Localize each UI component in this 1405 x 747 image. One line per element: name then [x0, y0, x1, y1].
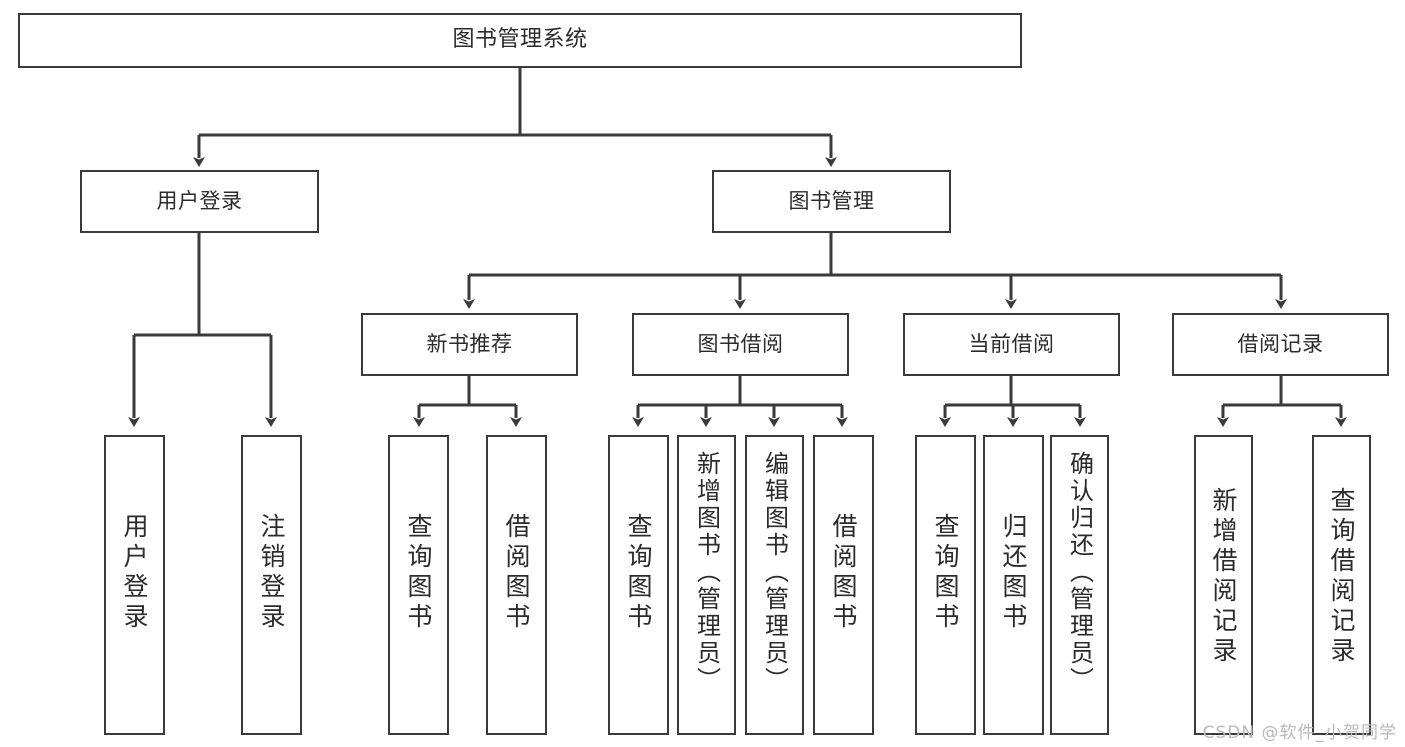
node-label: 查询借阅记录 — [1327, 487, 1356, 667]
node-leaf-query-book-3[interactable]: 查询图书 — [915, 435, 976, 735]
node-label: 图书管理系统 — [452, 27, 588, 53]
node-leaf-user-login[interactable]: 用户登录 — [104, 435, 165, 735]
node-leaf-borrow-book-2[interactable]: 借阅图书 — [813, 435, 874, 735]
node-label: 当前借阅 — [968, 331, 1055, 356]
node-label: 图书借阅 — [697, 331, 784, 356]
node-label: 借阅记录 — [1237, 331, 1324, 356]
node-label: 借阅图书 — [829, 513, 858, 633]
node-leaf-return-book[interactable]: 归还图书 — [983, 435, 1044, 735]
node-leaf-borrow-book-1[interactable]: 借阅图书 — [486, 435, 547, 735]
node-new-book-recommend[interactable]: 新书推荐 — [361, 313, 578, 376]
node-book-borrow[interactable]: 图书借阅 — [632, 313, 849, 376]
node-label: 新增图书（管理员） — [692, 451, 721, 694]
node-current-borrow[interactable]: 当前借阅 — [903, 313, 1120, 376]
node-label: 新增借阅记录 — [1209, 487, 1238, 667]
node-borrow-record[interactable]: 借阅记录 — [1172, 313, 1389, 376]
node-label: 用户登录 — [156, 188, 243, 213]
node-leaf-query-record[interactable]: 查询借阅记录 — [1312, 435, 1371, 735]
node-label: 查询图书 — [624, 513, 653, 633]
node-label: 归还图书 — [999, 513, 1028, 633]
node-label: 确认归还（管理员） — [1065, 451, 1094, 694]
node-root-system[interactable]: 图书管理系统 — [18, 13, 1022, 68]
node-leaf-logout[interactable]: 注销登录 — [241, 435, 302, 735]
node-leaf-edit-book[interactable]: 编辑图书（管理员） — [745, 435, 804, 735]
node-label: 图书管理 — [788, 188, 875, 213]
node-leaf-query-book-1[interactable]: 查询图书 — [388, 435, 449, 735]
node-label: 查询图书 — [931, 513, 960, 633]
node-book-manage[interactable]: 图书管理 — [712, 170, 951, 233]
node-label: 编辑图书（管理员） — [760, 451, 789, 694]
node-label: 新书推荐 — [426, 331, 513, 356]
node-user-login[interactable]: 用户登录 — [80, 170, 319, 233]
node-leaf-add-book[interactable]: 新增图书（管理员） — [677, 435, 736, 735]
node-leaf-confirm-return[interactable]: 确认归还（管理员） — [1050, 435, 1109, 735]
node-label: 注销登录 — [257, 513, 286, 633]
node-leaf-add-record[interactable]: 新增借阅记录 — [1194, 435, 1253, 735]
csdn-watermark: CSDN @软件_小贺同学 — [1202, 723, 1397, 743]
node-label: 查询图书 — [404, 513, 433, 633]
node-leaf-query-book-2[interactable]: 查询图书 — [608, 435, 669, 735]
node-label: 用户登录 — [120, 513, 149, 633]
node-label: 借阅图书 — [502, 513, 531, 633]
